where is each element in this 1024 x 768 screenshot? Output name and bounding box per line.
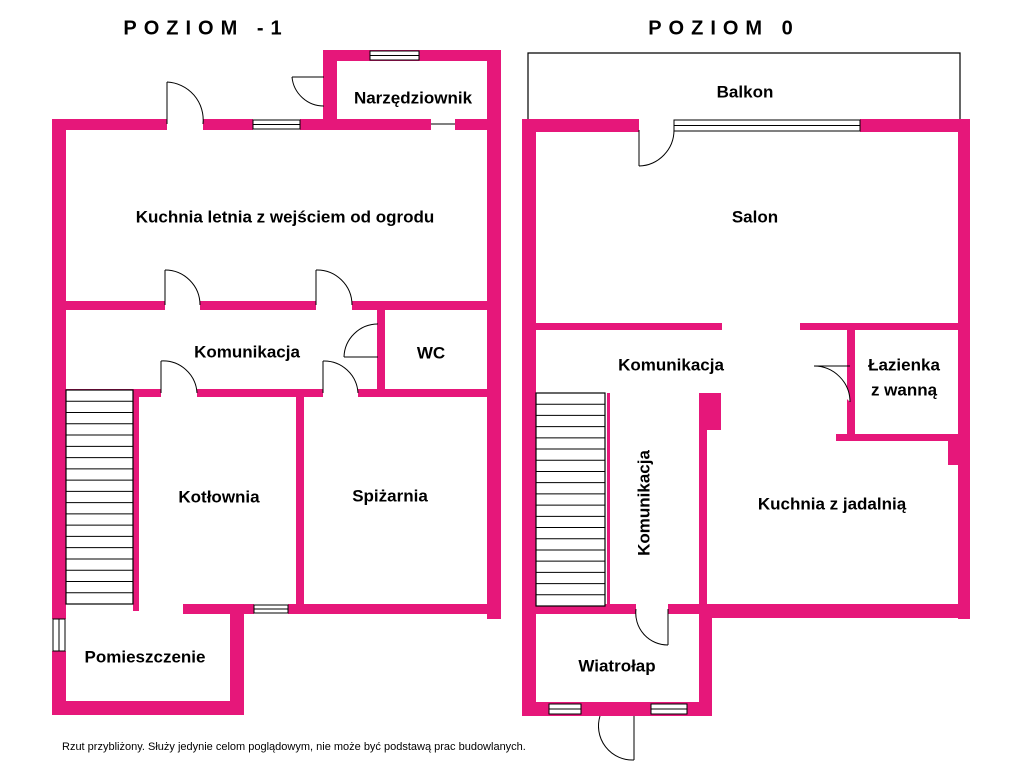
level-0-walls [522,52,970,716]
door-swing-icon [291,76,325,107]
window-icon [253,604,289,614]
room-label-spizarnia: Spiżarnia [352,486,428,505]
window-icon [52,618,66,652]
level-minus1-walls [52,50,501,715]
door-swing-icon [635,608,669,646]
window-icon [650,703,688,715]
window-icon [673,119,861,132]
room-label-komunikacja-vertical: Komunikacja [634,450,653,556]
room-label-kuchnia-letnia: Kuchnia letnia z wejściem od ogrodu [136,207,435,226]
footnote: Rzut przybliżony. Służy jedynie celom po… [62,741,526,753]
room-label-narzedziownik: Narzędziownik [354,88,473,107]
door-swing-icon [160,360,198,394]
level-minus1-windows [52,50,420,652]
room-label-lazienka-line1: Łazienka [868,355,940,374]
window-icon [548,703,582,715]
door-swing-icon [597,715,635,761]
door-swing-icon [343,323,379,358]
room-label-pomieszczenie: Pomieszczenie [85,647,206,666]
staircase-icon [65,389,134,605]
level-0-windows [548,119,861,715]
level-0-doors [597,129,851,761]
window-icon [369,50,420,61]
door-swing-icon [322,360,359,394]
room-label-lazienka-line2: z wanną [871,380,938,399]
door-swing-icon [164,269,201,306]
room-label-salon: Salon [732,207,778,226]
level-0-title: POZIOM 0 [648,17,800,39]
door-swing-icon [638,129,675,167]
level-minus1-doors [160,76,455,394]
level-minus1-title: POZIOM -1 [123,17,288,39]
room-label-kuchnia-jadalnia: Kuchnia z jadalnią [758,494,907,513]
room-label-wc: WC [417,343,445,362]
level-minus1-room-labels: Narzędziownik Kuchnia letnia z wejściem … [85,88,473,666]
door-swing-icon [315,269,353,306]
room-label-komunikacja-0: Komunikacja [618,355,724,374]
staircase-icon [535,392,606,607]
room-label-kotlownia: Kotłownia [178,487,260,506]
window-icon [252,119,301,130]
room-label-balkon: Balkon [717,82,774,101]
level-0-room-labels: Balkon Salon Komunikacja Łazienka z wann… [578,82,940,675]
door-swing-icon [813,365,851,403]
room-label-wiatrolap: Wiatrołap [578,656,655,675]
door-swing-icon [166,81,204,125]
room-label-komunikacja: Komunikacja [194,342,300,361]
